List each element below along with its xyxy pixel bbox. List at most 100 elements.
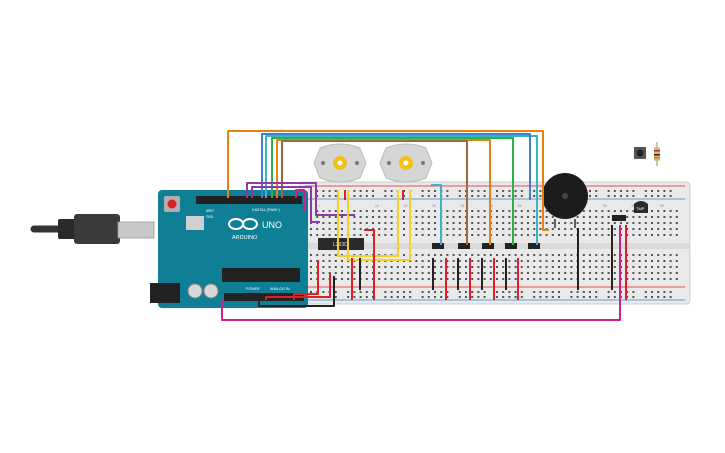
breadboard-hole[interactable] [310,254,312,256]
breadboard-hole[interactable] [533,266,536,268]
breadboard-hole[interactable] [384,278,387,280]
breadboard-hole[interactable] [533,228,536,230]
breadboard-hole[interactable] [669,234,672,236]
breadboard-hole[interactable] [539,272,542,274]
breadboard-hole[interactable] [452,210,455,212]
breadboard-hole[interactable] [514,291,517,293]
breadboard-hole[interactable] [607,210,610,212]
breadboard-hole[interactable] [322,228,325,230]
breadboard-hole[interactable] [663,222,666,224]
breadboard-hole[interactable] [595,260,598,262]
breadboard-hole[interactable] [427,210,430,212]
breadboard-hole[interactable] [675,278,678,280]
breadboard-hole[interactable] [663,291,666,293]
breadboard-hole[interactable] [613,228,616,230]
breadboard-hole[interactable] [471,195,474,197]
breadboard-hole[interactable] [434,296,436,298]
breadboard-hole[interactable] [322,195,325,197]
breadboard-hole[interactable] [359,228,362,230]
breadboard-hole[interactable] [427,278,430,280]
breadboard-hole[interactable] [403,254,405,256]
breadboard-hole[interactable] [502,234,505,236]
breadboard-hole[interactable] [607,254,610,256]
breadboard-hole[interactable] [632,210,635,212]
breadboard-hole[interactable] [545,210,548,212]
breadboard-hole[interactable] [663,272,666,274]
breadboard-hole[interactable] [613,210,616,212]
breadboard-hole[interactable] [483,222,486,224]
breadboard-hole[interactable] [644,222,647,224]
breadboard-hole[interactable] [601,278,604,280]
wire-magenta-1[interactable] [221,225,621,321]
breadboard-hole[interactable] [601,216,604,218]
breadboard-hole[interactable] [533,195,536,197]
breadboard-hole[interactable] [533,291,536,293]
breadboard-hole[interactable] [613,296,616,298]
breadboard-hole[interactable] [496,210,498,212]
breadboard-hole[interactable] [421,266,424,268]
breadboard-hole[interactable] [409,296,412,298]
breadboard-hole[interactable] [477,260,480,262]
wire-magenta-2[interactable] [295,189,305,212]
breadboard-hole[interactable] [632,228,635,230]
breadboard-hole[interactable] [582,216,585,218]
breadboard-hole[interactable] [334,228,337,230]
breadboard-hole[interactable] [496,272,498,274]
breadboard-hole[interactable] [421,190,424,192]
breadboard-hole[interactable] [378,272,381,274]
breadboard-hole[interactable] [644,254,647,256]
breadboard-hole[interactable] [626,234,629,236]
breadboard-hole[interactable] [334,190,337,192]
breadboard-hole[interactable] [508,291,511,293]
breadboard-hole[interactable] [359,296,362,298]
breadboard-hole[interactable] [607,260,610,262]
breadboard-hole[interactable] [502,260,505,262]
breadboard-hole[interactable] [465,296,467,298]
breadboard-hole[interactable] [415,222,418,224]
breadboard-hole[interactable] [341,272,343,274]
breadboard-hole[interactable] [403,216,405,218]
breadboard-hole[interactable] [353,278,356,280]
breadboard-hole[interactable] [508,272,511,274]
breadboard-hole[interactable] [434,234,436,236]
breadboard-hole[interactable] [558,254,560,256]
breadboard-hole[interactable] [551,234,554,236]
breadboard-hole[interactable] [589,234,591,236]
breadboard-hole[interactable] [483,228,486,230]
breadboard-hole[interactable] [514,266,517,268]
breadboard-hole[interactable] [403,266,405,268]
breadboard-hole[interactable] [427,228,430,230]
breadboard-hole[interactable] [539,266,542,268]
breadboard-hole[interactable] [669,260,672,262]
breadboard-hole[interactable] [520,216,523,218]
breadboard-hole[interactable] [520,195,523,197]
breadboard-hole[interactable] [434,190,436,192]
breadboard-hole[interactable] [520,296,523,298]
breadboard-hole[interactable] [390,291,393,293]
breadboard-hole[interactable] [651,210,653,212]
breadboard-hole[interactable] [341,216,343,218]
breadboard-hole[interactable] [520,234,523,236]
breadboard-hole[interactable] [651,296,653,298]
breadboard-hole[interactable] [669,190,672,192]
breadboard-hole[interactable] [595,272,598,274]
breadboard-hole[interactable] [651,266,653,268]
breadboard-hole[interactable] [576,296,579,298]
dc-motor-1[interactable] [313,143,367,183]
breadboard-hole[interactable] [657,266,660,268]
breadboard-hole[interactable] [520,254,523,256]
breadboard-hole[interactable] [421,278,424,280]
breadboard-hole[interactable] [551,291,554,293]
breadboard-hole[interactable] [675,260,678,262]
breadboard-hole[interactable] [626,210,629,212]
breadboard-hole[interactable] [334,195,337,197]
breadboard-hole[interactable] [508,222,511,224]
breadboard-hole[interactable] [632,266,635,268]
breadboard-hole[interactable] [508,278,511,280]
breadboard-hole[interactable] [582,296,585,298]
breadboard-hole[interactable] [471,278,474,280]
breadboard-hole[interactable] [477,296,480,298]
breadboard-hole[interactable] [341,210,343,212]
breadboard-hole[interactable] [613,266,616,268]
breadboard-hole[interactable] [427,195,430,197]
